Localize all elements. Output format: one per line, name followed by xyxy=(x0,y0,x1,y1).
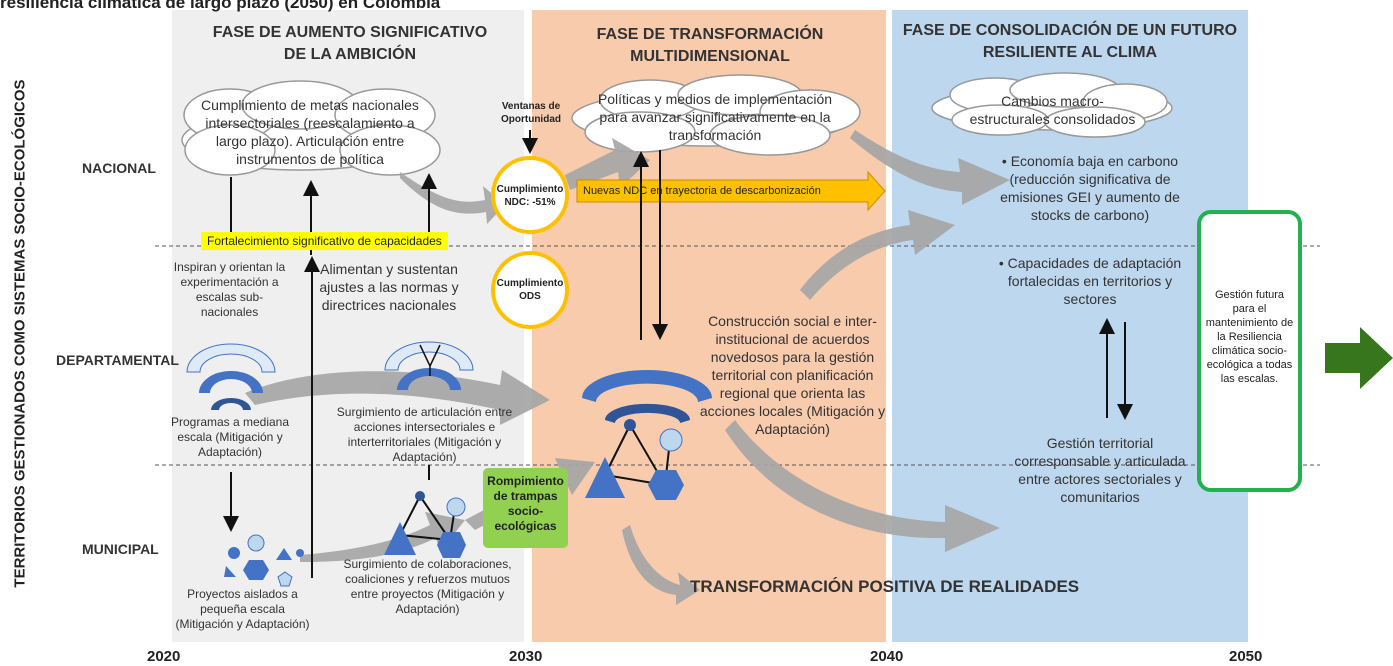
year-2030: 2030 xyxy=(509,648,543,665)
grey-arrow-ndc-to-cloud2 xyxy=(565,138,650,190)
surgimiento-colaboraciones-text: Surgimiento de colaboraciones, coalicion… xyxy=(343,557,512,616)
grey-arrow-cloud2-to-right xyxy=(850,130,1010,205)
circle-ndc-label: Cumplimiento NDC: -51% xyxy=(496,184,564,208)
colaboraciones-network xyxy=(384,491,466,558)
surgimiento-arcs xyxy=(384,341,474,390)
proyectos-text: Proyectos aislados a pequeña escala (Mit… xyxy=(175,587,310,631)
year-2020: 2020 xyxy=(147,648,181,665)
level-municipal: MUNICIPAL xyxy=(82,541,159,557)
ndc-arrow-label: Nuevas NDC en trayectoria de descarboniz… xyxy=(583,185,821,197)
circle-ods xyxy=(491,251,569,329)
programas-arcs xyxy=(186,343,276,410)
circle-ods-label: Cumplimiento ODS xyxy=(496,278,564,302)
gestion-futura-box: Gestión futura para el mantenimiento de … xyxy=(1197,210,1302,492)
cloud-1-text: Cumplimiento de metas nacionales interse… xyxy=(201,97,419,167)
year-2050: 2050 xyxy=(1229,648,1263,665)
ndc-orange-arrow xyxy=(576,170,886,212)
proyectos-shapes xyxy=(224,534,304,587)
cloud-national-1 xyxy=(181,80,441,176)
alimentan-text: Alimentan y sustentan ajustes a las norm… xyxy=(319,261,459,313)
gestion-futura-text: Gestión futura para el mantenimiento de … xyxy=(1205,289,1294,385)
page-title: resiliencia climática de largo plazo (20… xyxy=(0,0,441,12)
phase-1-title: FASE DE AUMENTO SIGNIFICATIVO DE LA AMBI… xyxy=(212,24,488,63)
cloud-national-2 xyxy=(571,74,861,156)
rompimiento-box: Rompimiento de trampas socio-ecológicas xyxy=(483,468,568,548)
phase-2-title: FASE DE TRANSFORMACIÓN MULTIDIMENSIONAL xyxy=(596,26,824,65)
programas-text: Programas a mediana escala (Mitigación y… xyxy=(170,415,290,459)
year-2040: 2040 xyxy=(870,648,904,665)
construccion-network xyxy=(582,370,712,500)
grey-arrow-transformacion xyxy=(622,525,700,605)
grey-arrow-programas-to-phase2 xyxy=(245,370,550,425)
cloud-national-3 xyxy=(931,72,1173,138)
grey-arrow-cloud1-to-ndc xyxy=(400,172,505,224)
fortalecimiento-box: Fortalecimiento significativo de capacid… xyxy=(201,232,448,250)
side-axis-label: TERRITORIOS GESTIONADOS COMO SISTEMAS SO… xyxy=(11,79,29,588)
construccion-text: Construcción social e inter-instituciona… xyxy=(699,313,886,437)
grey-arrow-proyectos-to-articulacion xyxy=(300,512,465,562)
final-green-arrow xyxy=(1325,327,1393,389)
gestion-territorial-text: Gestión territorial corresponsable y art… xyxy=(1014,435,1186,505)
cloud-2-text: Políticas y medios de implementación par… xyxy=(597,91,833,143)
economia-text: • Economía baja en carbono (reducción si… xyxy=(1000,153,1180,223)
level-nacional: NACIONAL xyxy=(82,160,156,176)
level-departamental: DEPARTAMENTAL xyxy=(56,352,179,368)
capacidades-text: • Capacidades de adaptación fortalecidas… xyxy=(998,255,1182,307)
circle-ndc xyxy=(491,156,569,234)
cloud-3-text: Cambios macro-estructurales consolidados xyxy=(969,93,1136,127)
surgimiento-articulacion-text: Surgimiento de articulación entre accion… xyxy=(336,405,513,464)
ventanas-label: Ventanas de Oportunidad xyxy=(501,101,561,125)
phase-3-title: FASE DE CONSOLIDACIÓN DE UN FUTURO RESIL… xyxy=(902,22,1238,61)
grey-arrow-construccion-down xyxy=(725,420,1000,552)
inspiran-text: Inspiran y orientan la experimentación a… xyxy=(173,260,286,319)
grey-arrow-construccion-up xyxy=(800,210,955,300)
transformacion-label: TRANSFORMACIÓN POSITIVA DE REALIDADES xyxy=(690,577,1080,596)
